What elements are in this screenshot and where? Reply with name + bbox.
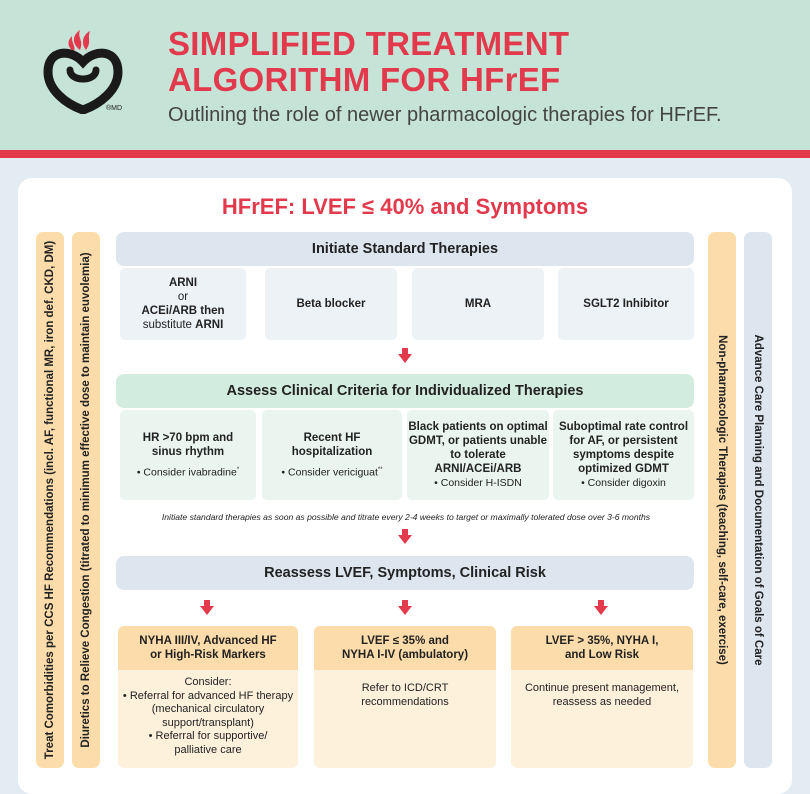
logo-mark: ®MD (106, 104, 122, 112)
sidebar-advance-care: Advance Care Planning and Documentation … (744, 232, 772, 768)
outcome-low-risk-header: LVEF > 35%, NYHA I, and Low Risk (511, 626, 693, 670)
criteria-ivabradine: HR >70 bpm and sinus rhythm • Consider i… (120, 410, 256, 500)
outcome-low-risk-body: Continue present management, reassess as… (511, 670, 693, 768)
outcome-icd-crt-body: Refer to ICD/CRT recommendations (314, 670, 496, 768)
page-subtitle: Outlining the role of newer pharmacologi… (168, 104, 722, 126)
arrow-down-icon (398, 600, 412, 615)
mra-box: MRA (412, 268, 544, 340)
header-banner (0, 0, 810, 150)
main-heading: HFrEF: LVEF ≤ 40% and Symptoms (221, 194, 589, 219)
arni-box: ARNI or ACEi/ARB then substitute ARNI (120, 268, 246, 340)
outcome-advanced-hf-header: NYHA III/IV, Advanced HF or High-Risk Ma… (118, 626, 298, 670)
arrow-down-icon (398, 348, 412, 363)
arrow-down-icon (398, 529, 412, 544)
sidebar-diuretics: Diuretics to Relieve Congestion (titrate… (72, 232, 100, 768)
criteria-vericiguat: Recent HF hospitalization • Consider ver… (262, 410, 402, 500)
reassess-heading: Reassess LVEF, Symptoms, Clinical Risk (116, 556, 694, 590)
outcome-icd-crt-header: LVEF ≤ 35% and NYHA I-IV (ambulatory) (314, 626, 496, 670)
sidebar-nonpharm: Non-pharmacologic Therapies (teaching, s… (708, 232, 736, 768)
criteria-h-isdn: Black patients on optimal GDMT, or patie… (407, 410, 549, 500)
assess-criteria-heading: Assess Clinical Criteria for Individuali… (116, 374, 694, 408)
header-divider (0, 150, 810, 158)
arrow-down-icon (200, 600, 214, 615)
beta-blocker-box: Beta blocker (265, 268, 397, 340)
standard-therapies-heading: Initiate Standard Therapies (116, 232, 694, 266)
sidebar-comorbidities: Treat Comorbidities per CCS HF Recommend… (36, 232, 64, 768)
heart-logo-icon: ®MD (43, 30, 123, 114)
sglt2-box: SGLT2 Inhibitor (558, 268, 694, 340)
outcome-advanced-hf-body: Consider: • Referral for advanced HF the… (118, 670, 298, 768)
page-title: SIMPLIFIED TREATMENT ALGORITHM FOR HFrEF (168, 25, 570, 98)
criteria-digoxin: Suboptimal rate control for AF, or persi… (553, 410, 694, 500)
titration-note: Initiate standard therapies as soon as p… (161, 512, 651, 522)
arrow-down-icon (594, 600, 608, 615)
